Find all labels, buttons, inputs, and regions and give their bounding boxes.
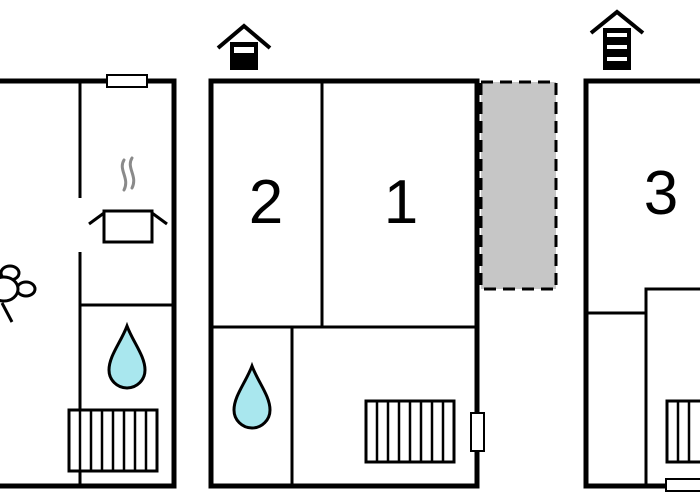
radiator-icon	[67, 408, 159, 473]
radiator-icon	[364, 399, 456, 464]
water-drop-icon	[107, 321, 147, 390]
unit-right: 3	[583, 9, 700, 492]
unit-center-walls	[208, 78, 480, 489]
room-label-1: 1	[384, 168, 418, 237]
unit-left-walls	[0, 78, 177, 489]
house-entrance-icon	[589, 9, 645, 70]
window-icon	[470, 412, 485, 452]
cooking-pot-icon	[88, 156, 168, 244]
terrace-area	[479, 80, 558, 291]
unit-left	[0, 74, 177, 489]
wall-inner-right	[644, 287, 700, 486]
unit-right-walls	[583, 78, 700, 489]
room-label-2: 2	[249, 168, 283, 237]
window-icon	[665, 478, 700, 492]
water-drop-icon	[232, 361, 272, 430]
window-icon	[106, 74, 148, 88]
room-label-3: 3	[644, 159, 678, 228]
house-entrance-icon	[216, 23, 272, 70]
unit-center: 2 1	[208, 23, 485, 489]
dining-table-icon	[0, 264, 37, 323]
radiator-icon	[665, 399, 700, 464]
